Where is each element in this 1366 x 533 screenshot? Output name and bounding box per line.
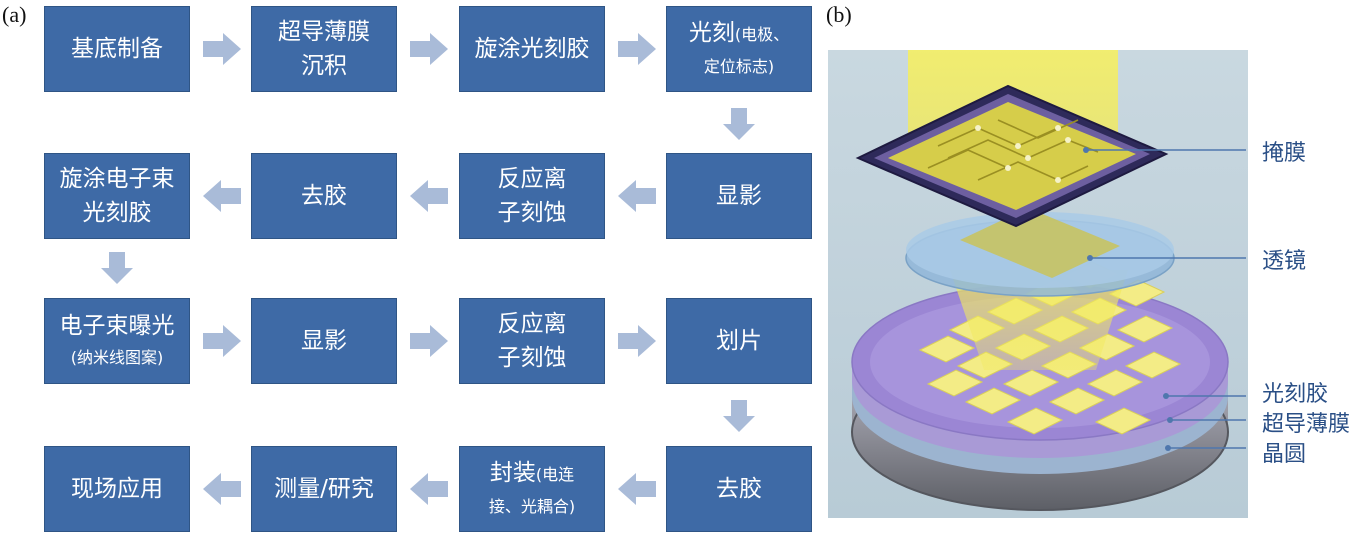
leader-lines: [1086, 149, 1246, 449]
panel-label-a: (a): [2, 2, 27, 27]
step-label: 划片: [716, 328, 762, 354]
step-label-note: (电极、: [734, 25, 790, 44]
arrow-right-icon: [618, 325, 656, 357]
step-label: 旋涂电子束: [59, 166, 175, 192]
step-label: 反应离: [497, 311, 567, 337]
step-spin-photoresist: 旋涂光刻胶: [459, 6, 605, 92]
step-strip-resist-2: 去胶: [666, 446, 812, 532]
callout-superconducting-film: 超导薄膜: [1262, 412, 1351, 437]
arrow-down-icon: [723, 400, 755, 432]
step-label: 超导薄膜: [278, 19, 370, 45]
step-rie-2: 反应离子刻蚀: [459, 298, 605, 384]
lens-projected-pattern: [960, 208, 1120, 278]
step-label: 显影: [301, 328, 347, 354]
step-label: 现场应用: [71, 476, 163, 502]
step-label: 子刻蚀: [497, 345, 567, 371]
arrow-right-icon: [410, 325, 448, 357]
step-label-note: (电连: [535, 465, 575, 484]
step-spin-ebeam-resist: 旋涂电子束光刻胶: [44, 153, 190, 239]
leader-dots: [1083, 147, 1173, 451]
mask: [855, 84, 1169, 228]
step-label-note: 定位标志): [703, 57, 775, 76]
arrow-right-icon: [618, 33, 656, 65]
step-label-note: 接、光耦合): [488, 497, 576, 516]
step-measurement: 测量/研究: [251, 446, 397, 532]
callout-mask: 掩膜: [1262, 141, 1307, 166]
light-cone: [950, 270, 1128, 370]
panel-label-b: (b): [826, 2, 852, 27]
arrow-right-icon: [410, 33, 448, 65]
arrow-right-icon: [203, 33, 241, 65]
step-dicing: 划片: [666, 298, 812, 384]
step-label: 显影: [716, 183, 762, 209]
step-label: 电子束曝光: [59, 313, 175, 339]
step-develop-2: 显影: [251, 298, 397, 384]
step-label: 反应离: [497, 166, 567, 192]
arrow-left-icon: [410, 180, 448, 212]
step-label: 去胶: [716, 476, 762, 502]
step-field-application: 现场应用: [44, 446, 190, 532]
step-packaging: 封装(电连接、光耦合): [459, 446, 605, 532]
lithography-scene: [828, 50, 1248, 518]
step-label: 光刻胶: [82, 200, 152, 226]
arrow-left-icon: [618, 180, 656, 212]
arrow-down-icon: [723, 108, 755, 140]
step-label: 测量/研究: [274, 476, 374, 502]
arrow-right-icon: [203, 325, 241, 357]
step-photolithography: 光刻(电极、定位标志): [666, 6, 812, 92]
callout-wafer: 晶圆: [1262, 442, 1307, 467]
photolithography-illustration: [828, 50, 1248, 518]
arrow-left-icon: [410, 473, 448, 505]
arrow-left-icon: [203, 473, 241, 505]
step-label: 子刻蚀: [497, 200, 567, 226]
step-rie-1: 反应离子刻蚀: [459, 153, 605, 239]
step-develop-1: 显影: [666, 153, 812, 239]
step-label: 光刻: [688, 20, 735, 46]
callout-photoresist: 光刻胶: [1262, 382, 1329, 407]
lens: [905, 208, 1175, 297]
step-substrate-prep: 基底制备: [44, 6, 190, 92]
step-label: 旋涂光刻胶: [474, 36, 590, 62]
step-label-note: (纳米线图案): [70, 348, 164, 367]
step-film-deposition: 超导薄膜沉积: [251, 6, 397, 92]
step-label: 去胶: [301, 183, 347, 209]
step-label: 基底制备: [71, 36, 163, 62]
step-ebeam-exposure: 电子束曝光 (纳米线图案): [44, 298, 190, 384]
callout-lens: 透镜: [1262, 249, 1307, 274]
step-label: 沉积: [301, 53, 347, 79]
step-label: 封装: [489, 460, 536, 486]
step-strip-resist-1: 去胶: [251, 153, 397, 239]
arrow-down-icon: [101, 252, 133, 284]
arrow-left-icon: [203, 180, 241, 212]
arrow-left-icon: [618, 473, 656, 505]
